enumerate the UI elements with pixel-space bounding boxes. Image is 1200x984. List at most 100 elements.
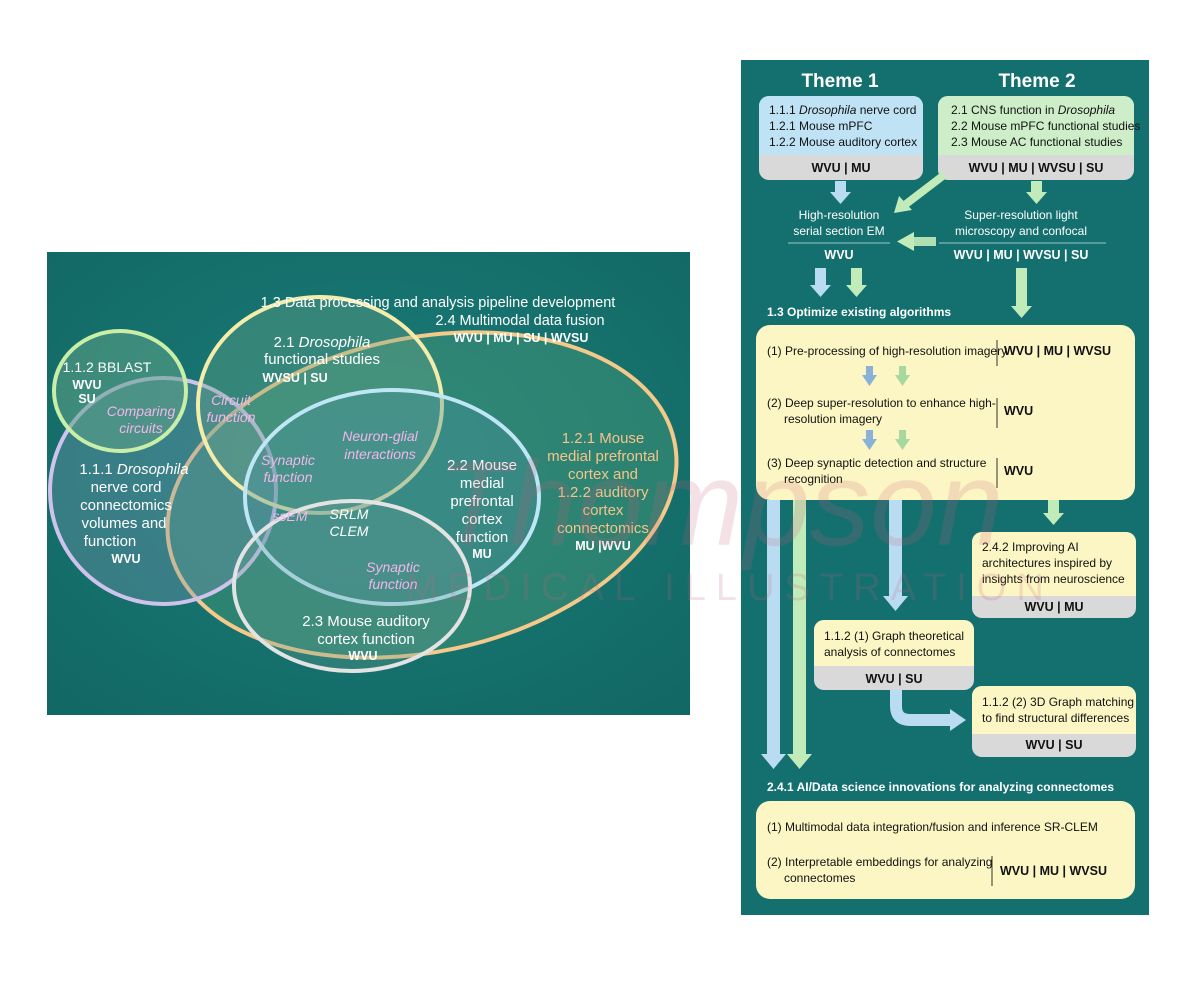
optimize-item-3-line1: (3) Deep synaptic detection and structur… <box>767 456 987 470</box>
connectomics-line6: connectomics <box>557 520 649 537</box>
graph-theory-box: 1.1.2 (1) Graph theoretical analysis of … <box>814 620 974 690</box>
connectomics-line2: medial prefrontal <box>547 448 659 465</box>
theme1-line3: 1.2.2 Mouse auditory cortex <box>769 135 917 149</box>
optimize-item-2-orgs: WVU <box>1004 404 1033 418</box>
optimize-item-1-line1: (1) Pre-processing of high-resolution im… <box>767 344 1007 358</box>
venn-header-orgs: WVU | MU | SU | WVSU <box>454 331 589 345</box>
srlm-line2: microscopy and confocal <box>955 224 1087 238</box>
optimize-arrow-green-2 <box>895 430 910 450</box>
connectomics-line5: cortex <box>583 502 624 519</box>
connectomics-line3: cortex and <box>568 466 638 483</box>
em-line1: High-resolution <box>799 208 880 222</box>
circle-auditory-function <box>232 499 472 673</box>
ai-item-2-orgs: WVU | MU | WVSU <box>1000 864 1107 878</box>
graph-matching-line1: 1.1.2 (2) 3D Graph matching <box>982 695 1134 709</box>
optimize-item-3-line2: recognition <box>784 472 843 486</box>
bblast-org-wvu: WVU <box>72 378 101 392</box>
auditory-line1: 2.3 Mouse auditory <box>302 613 430 630</box>
venn-background <box>47 252 690 715</box>
bblast-org-su: SU <box>78 392 95 406</box>
ai-arch-line1: 2.4.2 Improving AI <box>982 540 1079 554</box>
theme1-box: 1.1.1 Drosophila nerve cord 1.2.1 Mouse … <box>759 96 923 180</box>
graph-matching-box: 1.1.2 (2) 3D Graph matching to find stru… <box>972 686 1136 757</box>
graph-matching-orgs: WVU | SU <box>1026 738 1083 752</box>
flow-panel: Theme 1 Theme 2 1.1.1 Drosophila nerve c… <box>741 60 1149 915</box>
arrow-optimize-to-ai-arch <box>1043 500 1064 525</box>
arrow-long-green-to-ai <box>787 500 812 769</box>
drosophila-functional-line2: functional studies <box>264 351 380 368</box>
mpfc-line3: prefrontal <box>450 493 513 510</box>
synaptic-function-b-line2: function <box>368 576 417 592</box>
nerve-cord-org: WVU <box>111 552 140 566</box>
srlm-orgs: WVU | MU | WVSU | SU <box>954 248 1089 262</box>
bblast-title: 1.1.2 BBLAST <box>63 359 152 375</box>
ai-arch-line2: architectures inspired by <box>982 556 1112 570</box>
arrow-theme2-to-srlm <box>1026 181 1047 204</box>
optimize-arrow-blue-1 <box>862 366 877 386</box>
nerve-cord-line5: function <box>84 533 137 550</box>
connectomics-line4: 1.2.2 auditory <box>558 484 649 501</box>
ai-arch-line3: insights from neuroscience <box>982 572 1125 586</box>
ai-arch-box: 2.4.2 Improving AI architectures inspire… <box>972 532 1136 618</box>
arrow-srlm-to-em <box>897 232 936 251</box>
connectomics-line1: 1.2.1 Mouse <box>562 430 645 447</box>
venn-header-line2: 2.4 Multimodal data fusion <box>435 313 604 329</box>
drosophila-functional-orgs: WVSU | SU <box>262 371 327 385</box>
drosophila-functional-title: 2.1 Drosophila <box>274 334 371 351</box>
srlm-clem-line1: SRLM <box>330 506 369 522</box>
ai-item-1: (1) Multimodal data integration/fusion a… <box>767 820 1098 834</box>
connectomics-orgs: MU |WVU <box>575 539 631 553</box>
neuron-glial-line2: interactions <box>344 446 416 462</box>
circle-mpfc-function <box>243 388 541 606</box>
ai-arch-orgs: WVU | MU <box>1024 600 1083 614</box>
nerve-cord-line3: connectomics <box>80 497 172 514</box>
nerve-cord-title: 1.1.1 Drosophila <box>79 461 188 478</box>
mpfc-line2: medial <box>460 475 504 492</box>
srlm-line1: Super-resolution light <box>964 208 1078 222</box>
optimize-item-2-line1: (2) Deep super-resolution to enhance hig… <box>767 396 996 410</box>
optimize-item-3-orgs: WVU <box>1004 464 1033 478</box>
theme2-line2: 2.2 Mouse mPFC functional studies <box>951 119 1140 133</box>
graph-theory-orgs: WVU | SU <box>866 672 923 686</box>
arrow-graph-theory-to-matching <box>890 690 966 731</box>
ai-heading: 2.4.1 AI/Data science innovations for an… <box>767 780 1114 794</box>
theme2-title: Theme 2 <box>998 71 1075 92</box>
arrow-theme1-to-em <box>830 181 851 204</box>
nerve-cord-line2: nerve cord <box>91 479 162 496</box>
theme1-line1: 1.1.1 Drosophila nerve cord <box>769 103 916 117</box>
comparing-circuits-line1: Comparing <box>107 403 176 419</box>
watermark-sub: MEDICAL ILLUSTRATION <box>406 567 1054 609</box>
arrow-optimize-to-graph-theory <box>883 500 908 611</box>
optimize-box: (1) Pre-processing of high-resolution im… <box>756 325 1135 500</box>
optimize-heading: 1.3 Optimize existing algorithms <box>767 305 951 319</box>
optimize-arrow-blue-2 <box>862 430 877 450</box>
auditory-line2: cortex function <box>317 631 415 648</box>
circuit-function-line2: function <box>206 409 255 425</box>
theme2-box: 2.1 CNS function in Drosophila 2.2 Mouse… <box>938 96 1140 180</box>
mpfc-line4: cortex <box>462 511 503 528</box>
theme1-line2: 1.2.1 Mouse mPFC <box>769 119 873 133</box>
ai-item-2-line2: connectomes <box>784 871 855 885</box>
nerve-cord-line4: volumes and <box>81 515 166 532</box>
graph-theory-line1: 1.1.2 (1) Graph theoretical <box>824 629 964 643</box>
venn-panel: 1.3 Data processing and analysis pipelin… <box>47 252 690 715</box>
arrow-em-to-optimize-green <box>846 268 867 297</box>
em-org: WVU <box>824 248 853 262</box>
watermark-script: Thompson <box>437 437 1004 571</box>
comparing-circuits-line2: circuits <box>119 420 163 436</box>
theme2-orgs: WVU | MU | WVSU | SU <box>969 161 1104 175</box>
mpfc-line1: 2.2 Mouse <box>447 457 517 474</box>
srlm-clem-line2: CLEM <box>330 523 369 539</box>
ai-item-2-line1: (2) Interpretable embeddings for analyzi… <box>767 855 992 869</box>
arrow-srlm-to-optimize <box>1011 268 1032 318</box>
em-line2: serial section EM <box>793 224 884 238</box>
optimize-arrow-green-1 <box>895 366 910 386</box>
arrow-theme2-to-em-diagonal <box>894 171 947 213</box>
circle-bblast <box>52 329 188 453</box>
optimize-item-2-line2: resolution imagery <box>784 412 882 426</box>
optimize-item-1-orgs: WVU | MU | WVSU <box>1004 344 1111 358</box>
mpfc-org: MU <box>472 547 491 561</box>
synaptic-function-b-line1: Synaptic <box>366 559 420 575</box>
graph-theory-line2: analysis of connectomes <box>824 645 955 659</box>
